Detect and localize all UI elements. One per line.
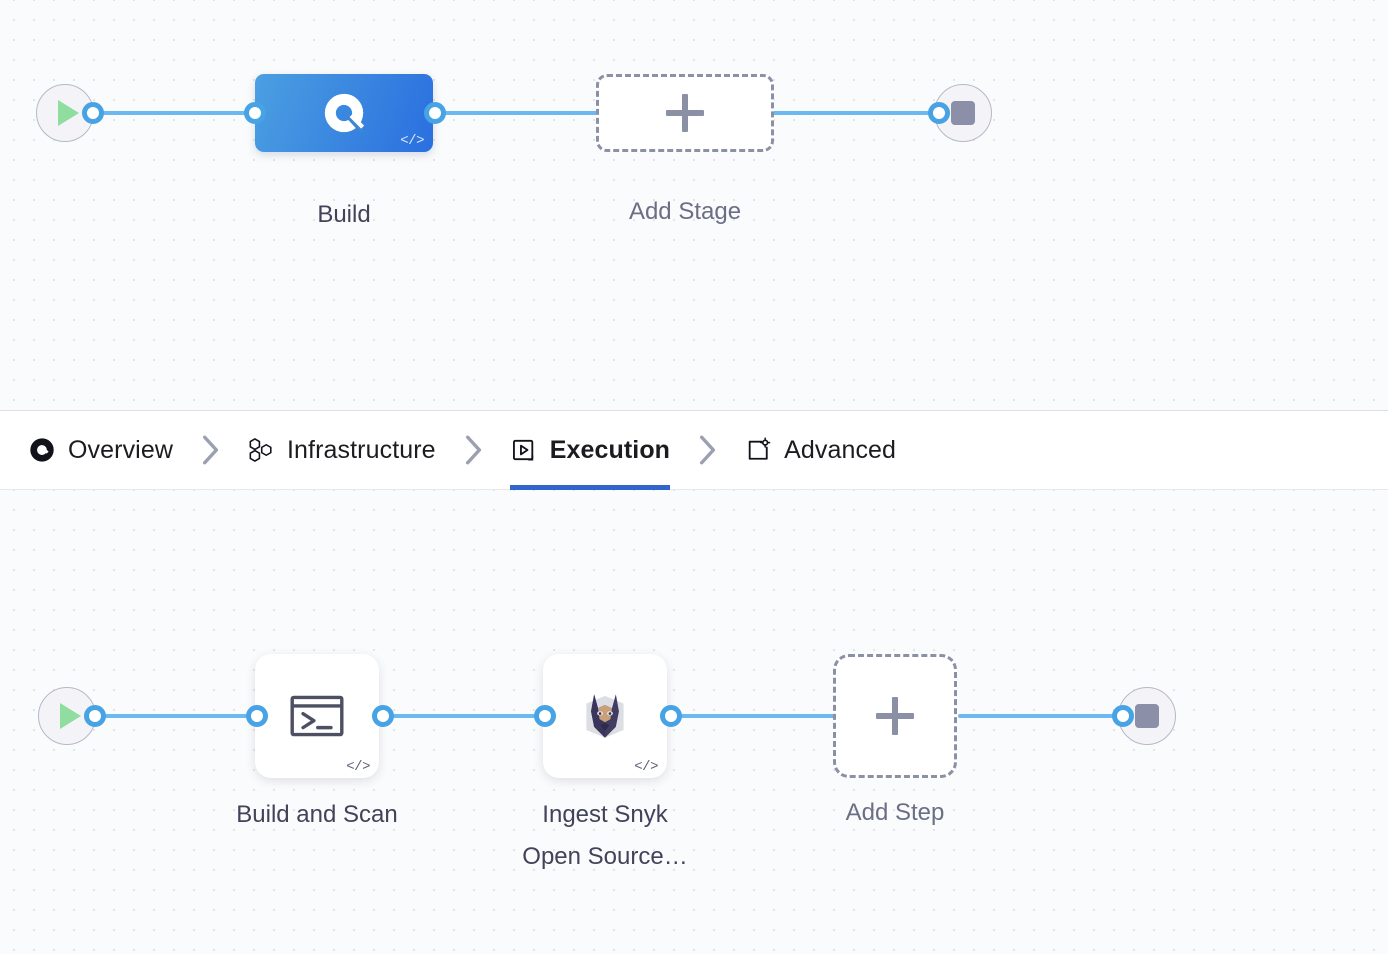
tab-advanced[interactable]: Advanced	[744, 410, 896, 490]
tab-infrastructure-label: Infrastructure	[287, 435, 436, 464]
plus-icon	[666, 94, 704, 132]
plus-icon	[876, 697, 914, 735]
stage-node-build-label: Build	[317, 201, 371, 228]
tab-advanced-label: Advanced	[784, 435, 897, 464]
connector-addstage-to-end	[762, 111, 948, 115]
connector-start-to-buildscan	[94, 714, 266, 718]
chevron-right-icon	[173, 433, 247, 467]
hexagons-icon	[249, 438, 272, 462]
stage-build-input-port[interactable]	[244, 102, 266, 124]
connector-addstep-to-end	[958, 714, 1134, 718]
connector-buildscan-to-snyk	[382, 714, 554, 718]
tab-execution-label: Execution	[549, 435, 671, 464]
stage-end-port[interactable]	[928, 102, 950, 124]
stop-icon	[1135, 704, 1159, 728]
execution-steps-canvas[interactable]: </> Build and Scan </> Ingest Snyk Open …	[0, 490, 1388, 954]
connector-start-to-build	[92, 111, 264, 115]
connector-build-to-addstage	[424, 111, 604, 115]
play-icon	[60, 703, 81, 729]
harness-build-icon	[324, 93, 365, 134]
stage-start-port[interactable]	[82, 102, 104, 124]
stage-node-build[interactable]: </>	[255, 74, 433, 152]
step-buildscan-output-port[interactable]	[372, 705, 394, 727]
step-buildscan-input-port[interactable]	[246, 705, 268, 727]
tab-execution[interactable]: Execution	[509, 410, 671, 490]
tab-overview-label: Overview	[68, 435, 173, 464]
step-end-port[interactable]	[1112, 705, 1134, 727]
step-snyk-output-port[interactable]	[660, 705, 682, 727]
step-node-ingest-snyk[interactable]: </>	[543, 654, 667, 778]
step-snyk-input-port[interactable]	[534, 705, 556, 727]
code-badge-icon: </>	[634, 759, 658, 775]
stop-icon	[951, 101, 975, 125]
code-badge-icon: </>	[346, 759, 370, 775]
tab-infrastructure[interactable]: Infrastructure	[247, 410, 436, 490]
stage-graph-canvas[interactable]: </> Build Add Stage	[0, 0, 1388, 410]
stage-build-output-port[interactable]	[424, 102, 446, 124]
connector-snyk-to-addstep	[670, 714, 846, 718]
snyk-doberman-icon	[586, 694, 624, 738]
terminal-icon	[290, 695, 344, 737]
play-icon	[58, 100, 79, 126]
add-stage-button[interactable]	[596, 74, 774, 152]
tab-overview[interactable]: Overview	[28, 410, 173, 490]
add-step-label: Add Step	[845, 799, 945, 826]
chevron-right-icon	[436, 433, 510, 467]
step-node-build-and-scan-label: Build and Scan	[236, 801, 398, 828]
step-start-port[interactable]	[84, 705, 106, 727]
stage-config-tab-bar[interactable]: Overview Infrastructure	[0, 410, 1388, 490]
step-node-ingest-snyk-label: Ingest Snyk Open Source…	[522, 801, 688, 870]
code-badge-icon: </>	[400, 133, 424, 149]
add-stage-label: Add Stage	[628, 198, 742, 225]
add-step-button[interactable]	[833, 654, 957, 778]
box-gear-icon	[748, 437, 771, 460]
chevron-right-icon	[670, 433, 744, 467]
step-node-build-and-scan[interactable]: </>	[255, 654, 379, 778]
play-in-box-icon	[512, 439, 533, 461]
harness-build-icon	[30, 438, 54, 462]
